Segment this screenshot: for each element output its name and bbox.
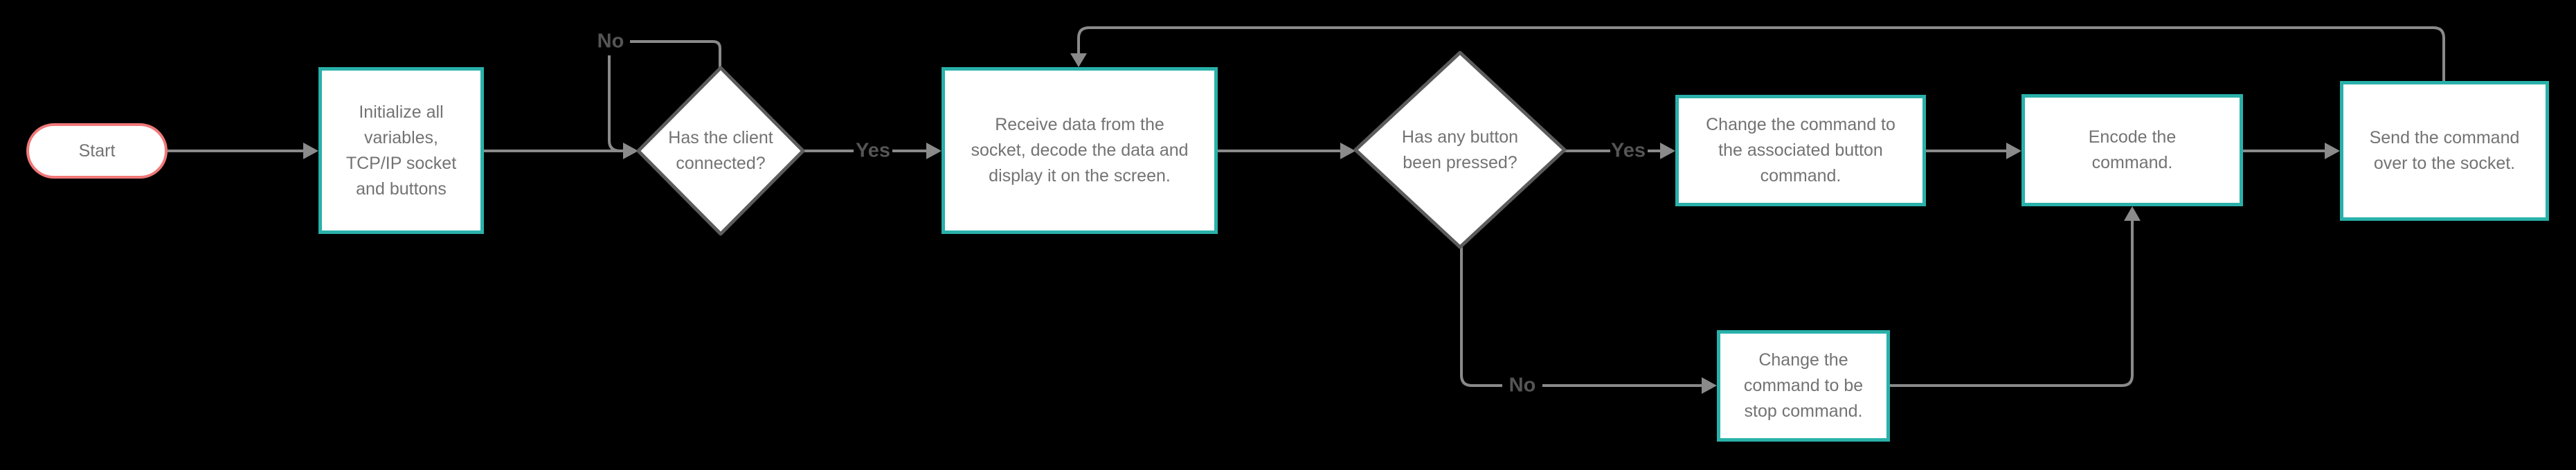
arrowhead-into-button-pressed [1340,143,1355,159]
arrowhead-into-stop-command [1702,377,1717,394]
connector-stop-encode [1890,221,2134,387]
initialize-label: Initialize all variables, TCP/IP socket … [345,102,457,199]
decision-node-button-pressed [1353,51,1567,249]
encode-command-label: Encode the command. [2088,127,2177,172]
arrowhead-feedback-into-receive-top [1070,53,1087,67]
arrowhead-into-send [2325,143,2340,159]
process-node-change-button-command: Change the command to the associated but… [1675,95,1926,206]
start-node-label: Start [78,141,116,161]
connector-client-connected-no-loop-top [630,40,721,68]
stop-command-label: Change the command to be stop command. [1743,350,1864,421]
start-node: Start [26,123,168,179]
arrowhead-into-initialize [303,143,318,159]
process-node-send-command: Send the command over to the socket. [2340,81,2549,221]
connector-client-connected-no-loop-side [608,55,623,152]
edge-label-button-pressed-no: No [1508,374,1536,397]
process-node-encode-command: Encode the command. [2021,94,2243,206]
decision-node-client-connected [636,66,805,236]
connector-button-pressed-no-1 [1460,247,1502,387]
connector-send-receive-feedback [1077,26,2445,81]
arrowhead-into-change-button-command [1660,143,1675,159]
arrowhead-into-client-connected [623,143,638,159]
edge-label-button-pressed-yes: Yes [1611,139,1646,162]
arrowhead-into-encode-bottom [2124,206,2141,221]
send-command-label: Send the command over to the socket. [2369,128,2520,173]
edge-label-client-connected-yes: Yes [856,139,890,162]
process-node-stop-command: Change the command to be stop command. [1717,330,1890,442]
receive-data-label: Receive data from the socket, decode the… [971,115,1189,186]
edge-label-client-connected-no: No [597,30,624,53]
change-button-command-label: Change the command to the associated but… [1706,115,1895,186]
process-node-receive-data: Receive data from the socket, decode the… [942,67,1218,234]
process-node-initialize: Initialize all variables, TCP/IP socket … [318,67,484,234]
arrowhead-into-receive-data [926,143,942,159]
arrowhead-into-encode [2006,143,2021,159]
